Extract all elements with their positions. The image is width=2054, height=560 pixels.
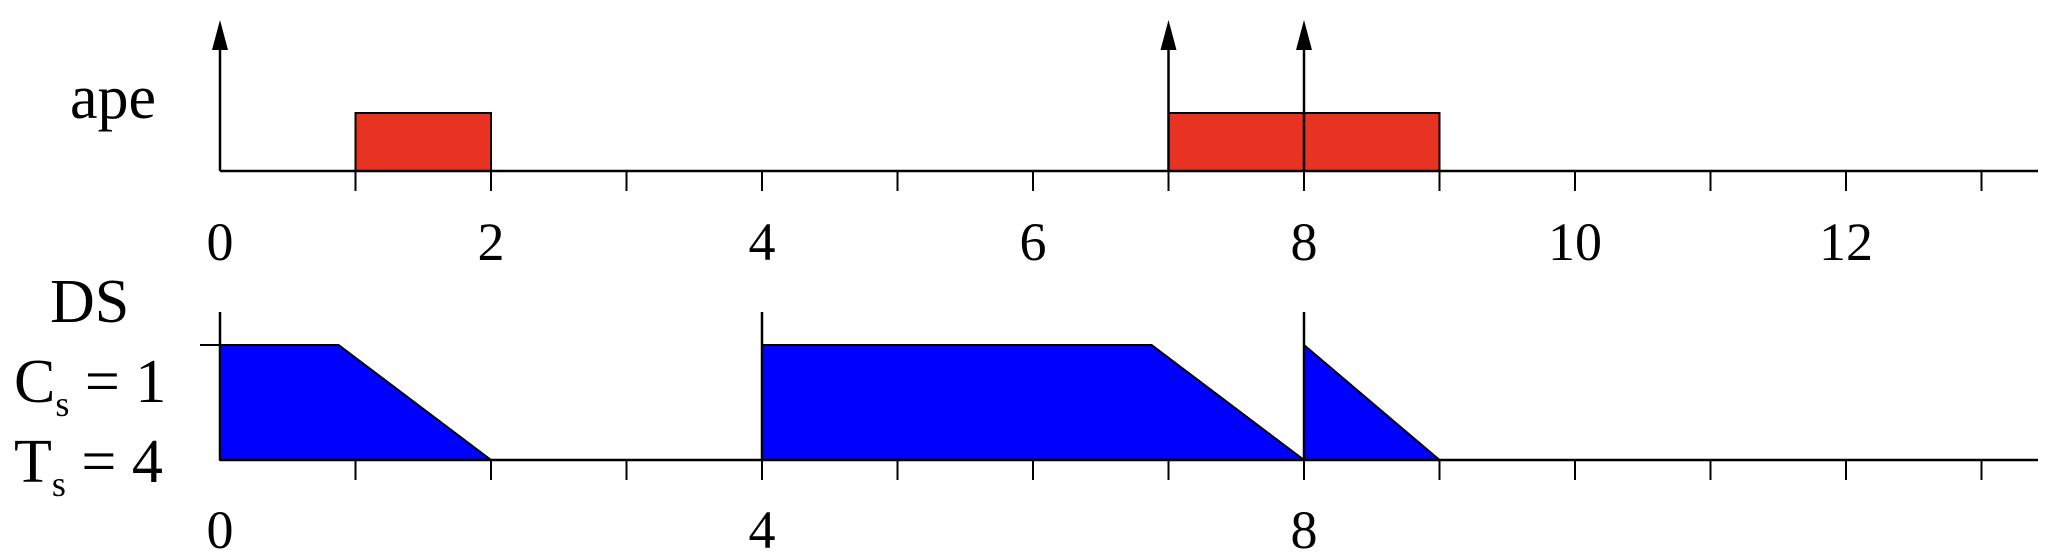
capacity-label: Cs = 1 (14, 348, 166, 424)
ape-tick-label-2: 2 (478, 212, 505, 272)
ape-tick-label-8: 8 (1291, 212, 1318, 272)
capacity-region-0 (219, 344, 494, 461)
arrival-arrow-head-0 (212, 20, 228, 50)
ape-tick-label-4: 4 (749, 212, 776, 272)
arrival-arrow-head-8 (1296, 20, 1312, 50)
arrival-arrow-head-7 (1160, 20, 1177, 50)
execution-block-0 (354, 112, 492, 172)
execution-block-1 (1167, 112, 1305, 172)
ds-tick-label-8: 8 (1291, 500, 1318, 560)
ape-timeline: 0 2 4 6 8 10 12 (207, 20, 2038, 272)
ape-tick-label-0: 0 (207, 212, 234, 272)
ape-label: ape (70, 64, 156, 132)
ds-tick-label-0: 0 (207, 500, 234, 560)
ape-tick-label-10: 10 (1548, 212, 1602, 272)
capacity-region-2 (1303, 342, 1443, 461)
ds-timeline: 0 4 8 (200, 312, 2038, 560)
capacity-region-1 (761, 344, 1307, 461)
period-label: Ts = 4 (14, 428, 163, 504)
ds-label: DS (50, 268, 129, 336)
execution-block-2 (1303, 112, 1441, 172)
ape-tick-label-12: 12 (1819, 212, 1873, 272)
ds-tick-label-4: 4 (749, 500, 776, 560)
ape-tick-label-6: 6 (1020, 212, 1047, 272)
